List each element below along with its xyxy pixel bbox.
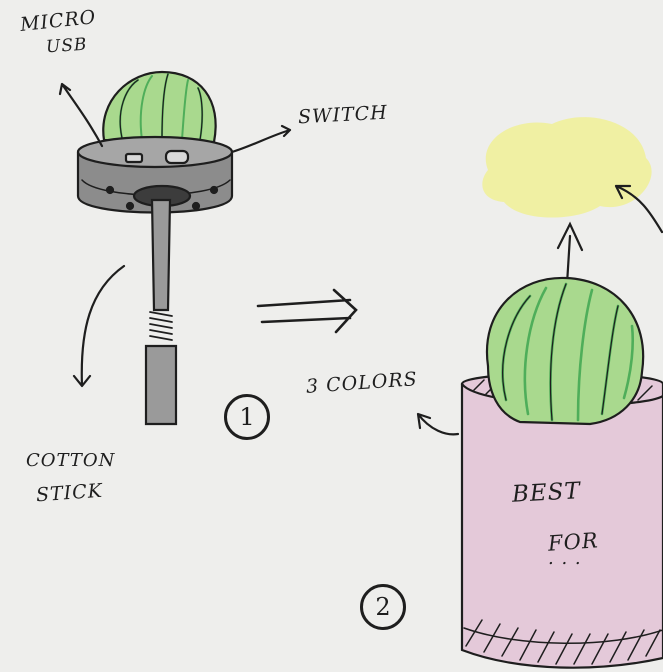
arrow-cotton: [74, 266, 124, 386]
arrow-colors: [418, 414, 458, 434]
label-usb: USB: [45, 35, 88, 58]
switch-button: [166, 151, 188, 163]
step-marker-1: 1: [224, 394, 270, 440]
label-cotton: COTTON: [26, 450, 115, 471]
step-marker-2: 2: [360, 584, 406, 630]
label-stick: STICK: [35, 480, 103, 507]
label-dots: . . .: [548, 548, 582, 569]
label-switch: SWITCH: [297, 102, 388, 129]
stick: [152, 200, 170, 310]
mist-cloud: [482, 117, 651, 217]
cactus-ball: [487, 278, 643, 424]
label-best: BEST: [511, 478, 581, 508]
cotton-stick: [146, 346, 176, 424]
cactus-pot: [418, 117, 663, 668]
micro-usb-port: [126, 154, 142, 162]
arrow-switch: [232, 126, 290, 152]
arrow-micro-usb: [60, 84, 102, 146]
transition-arrow: [258, 290, 356, 332]
spring: [150, 312, 172, 340]
